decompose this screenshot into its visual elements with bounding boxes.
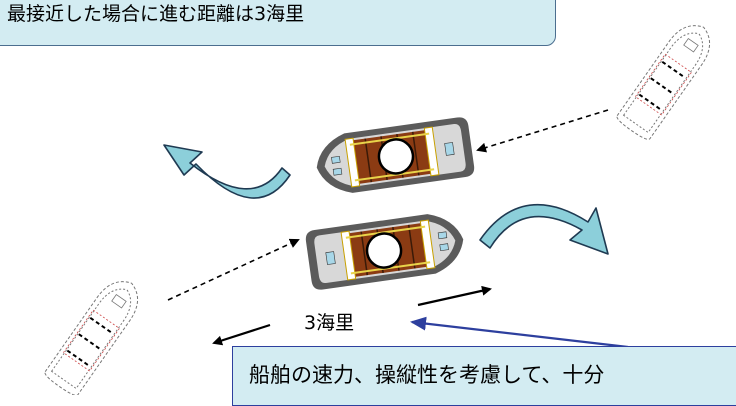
note-panel: 船舶の速力、操縦性を考慮して、十分 (232, 346, 736, 406)
approach-path-bottom (167, 238, 300, 301)
note-text: 船舶の速力、操縦性を考慮して、十分 (249, 363, 605, 387)
callout-arrow (410, 316, 629, 349)
distance-arrow-right (417, 285, 492, 307)
distance-arrow-left (212, 323, 271, 346)
header-panel: 最接近した場合に進む距離は3海里 (0, 0, 556, 46)
top-ship-icon (316, 117, 475, 193)
bottom-ship-icon (305, 214, 464, 290)
approach-path-top (476, 109, 609, 153)
ghost-ship-bottom-left-icon (44, 281, 139, 395)
ghost-ship-top-right-icon (616, 25, 711, 140)
distance-label: 3海里 (304, 312, 355, 334)
header-title: 最接近した場合に進む距離は3海里 (7, 3, 305, 25)
encounter-diagram (44, 25, 711, 395)
turn-right-arrow-icon (479, 203, 609, 255)
turn-left-arrow-icon (163, 144, 291, 199)
